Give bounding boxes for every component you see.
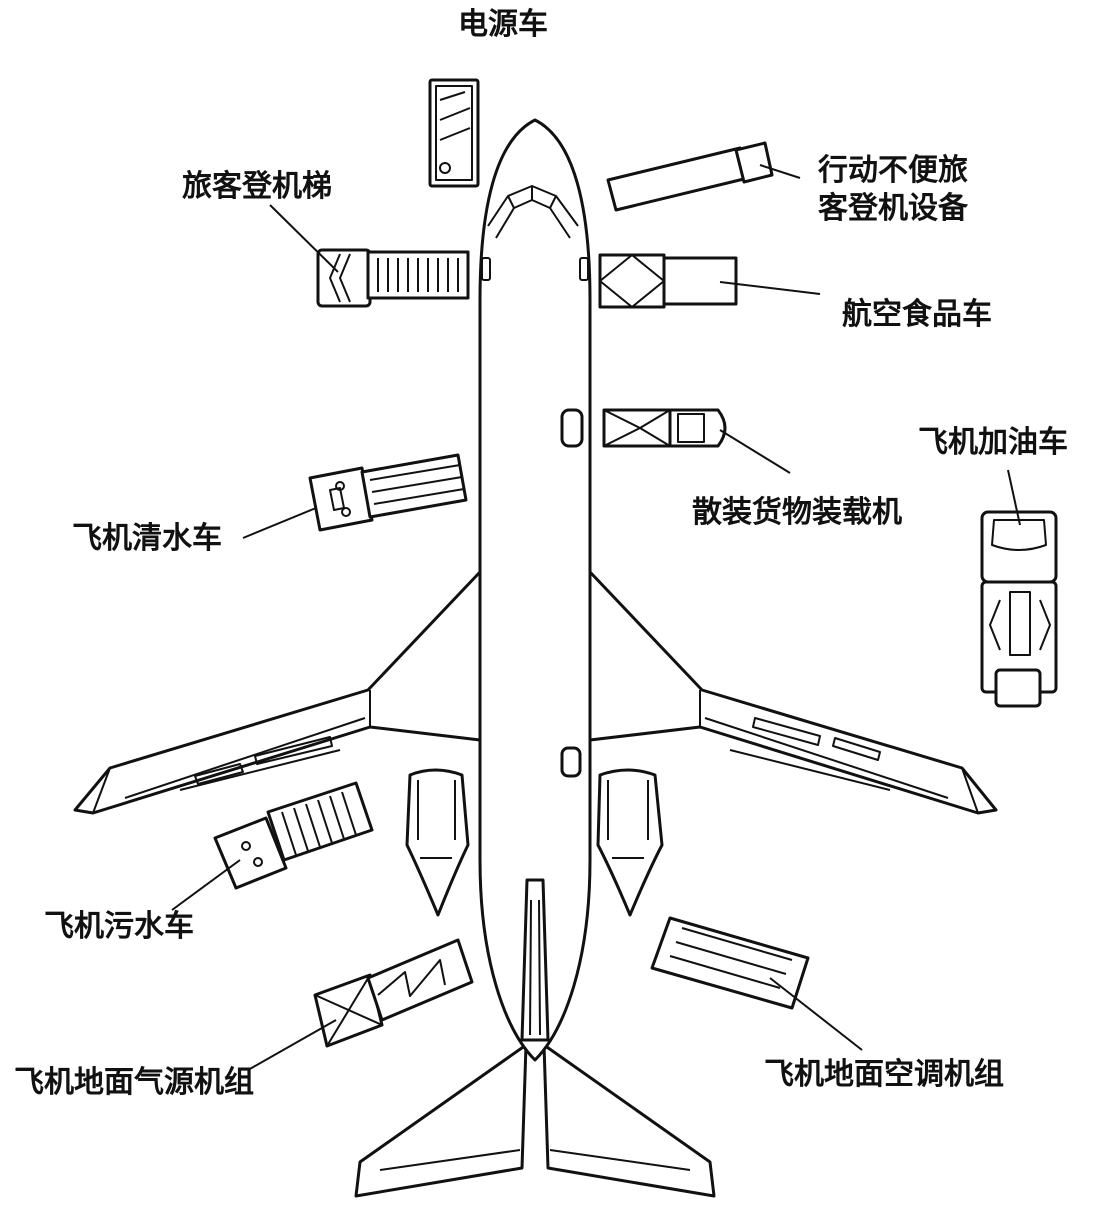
label-reduced-mobility-lift-line2: 客登机设备 bbox=[818, 191, 968, 226]
aircraft bbox=[73, 118, 998, 1198]
catering-truck-vehicle bbox=[598, 253, 738, 309]
label-power-cart: 电源车 bbox=[458, 7, 548, 42]
lavatory-truck-vehicle bbox=[213, 781, 374, 890]
label-catering-truck: 航空食品车 bbox=[842, 297, 992, 332]
vertical-fin bbox=[520, 878, 550, 1042]
label-ground-air-conditioning-unit: 飞机地面空调机组 bbox=[764, 1057, 1004, 1092]
tail-plane bbox=[354, 1043, 716, 1198]
label-bulk-cargo-loader: 散装货物装载机 bbox=[692, 495, 902, 530]
potable-water-truck-vehicle bbox=[308, 453, 468, 532]
right-wing bbox=[588, 570, 998, 815]
reduced-mobility-lift-vehicle bbox=[606, 141, 774, 212]
ground-air-source-unit-vehicle bbox=[313, 938, 474, 1048]
door-front-right bbox=[579, 257, 589, 281]
cockpit-windows bbox=[487, 185, 579, 239]
power-cart-vehicle bbox=[428, 78, 480, 188]
fuselage bbox=[478, 118, 592, 1062]
label-passenger-stairs: 旅客登机梯 bbox=[182, 169, 332, 204]
door-front-left bbox=[481, 257, 491, 281]
left-engine bbox=[405, 768, 470, 917]
label-lavatory-truck: 飞机污水车 bbox=[44, 909, 194, 944]
bulk-cargo-loader-vehicle bbox=[602, 408, 727, 448]
passenger-stairs-vehicle bbox=[316, 248, 470, 308]
cargo-door-front bbox=[560, 408, 584, 448]
cargo-door-rear bbox=[560, 746, 582, 778]
label-ground-air-source-unit: 飞机地面气源机组 bbox=[14, 1065, 254, 1100]
fuel-truck-vehicle bbox=[980, 510, 1058, 708]
right-engine bbox=[596, 768, 664, 917]
label-reduced-mobility-lift-line1: 行动不便旅 bbox=[818, 153, 968, 188]
label-fuel-truck: 飞机加油车 bbox=[918, 425, 1068, 460]
ground-air-conditioning-unit-vehicle bbox=[650, 916, 810, 1010]
left-wing bbox=[73, 570, 482, 815]
label-potable-water-truck: 飞机清水车 bbox=[72, 521, 222, 556]
